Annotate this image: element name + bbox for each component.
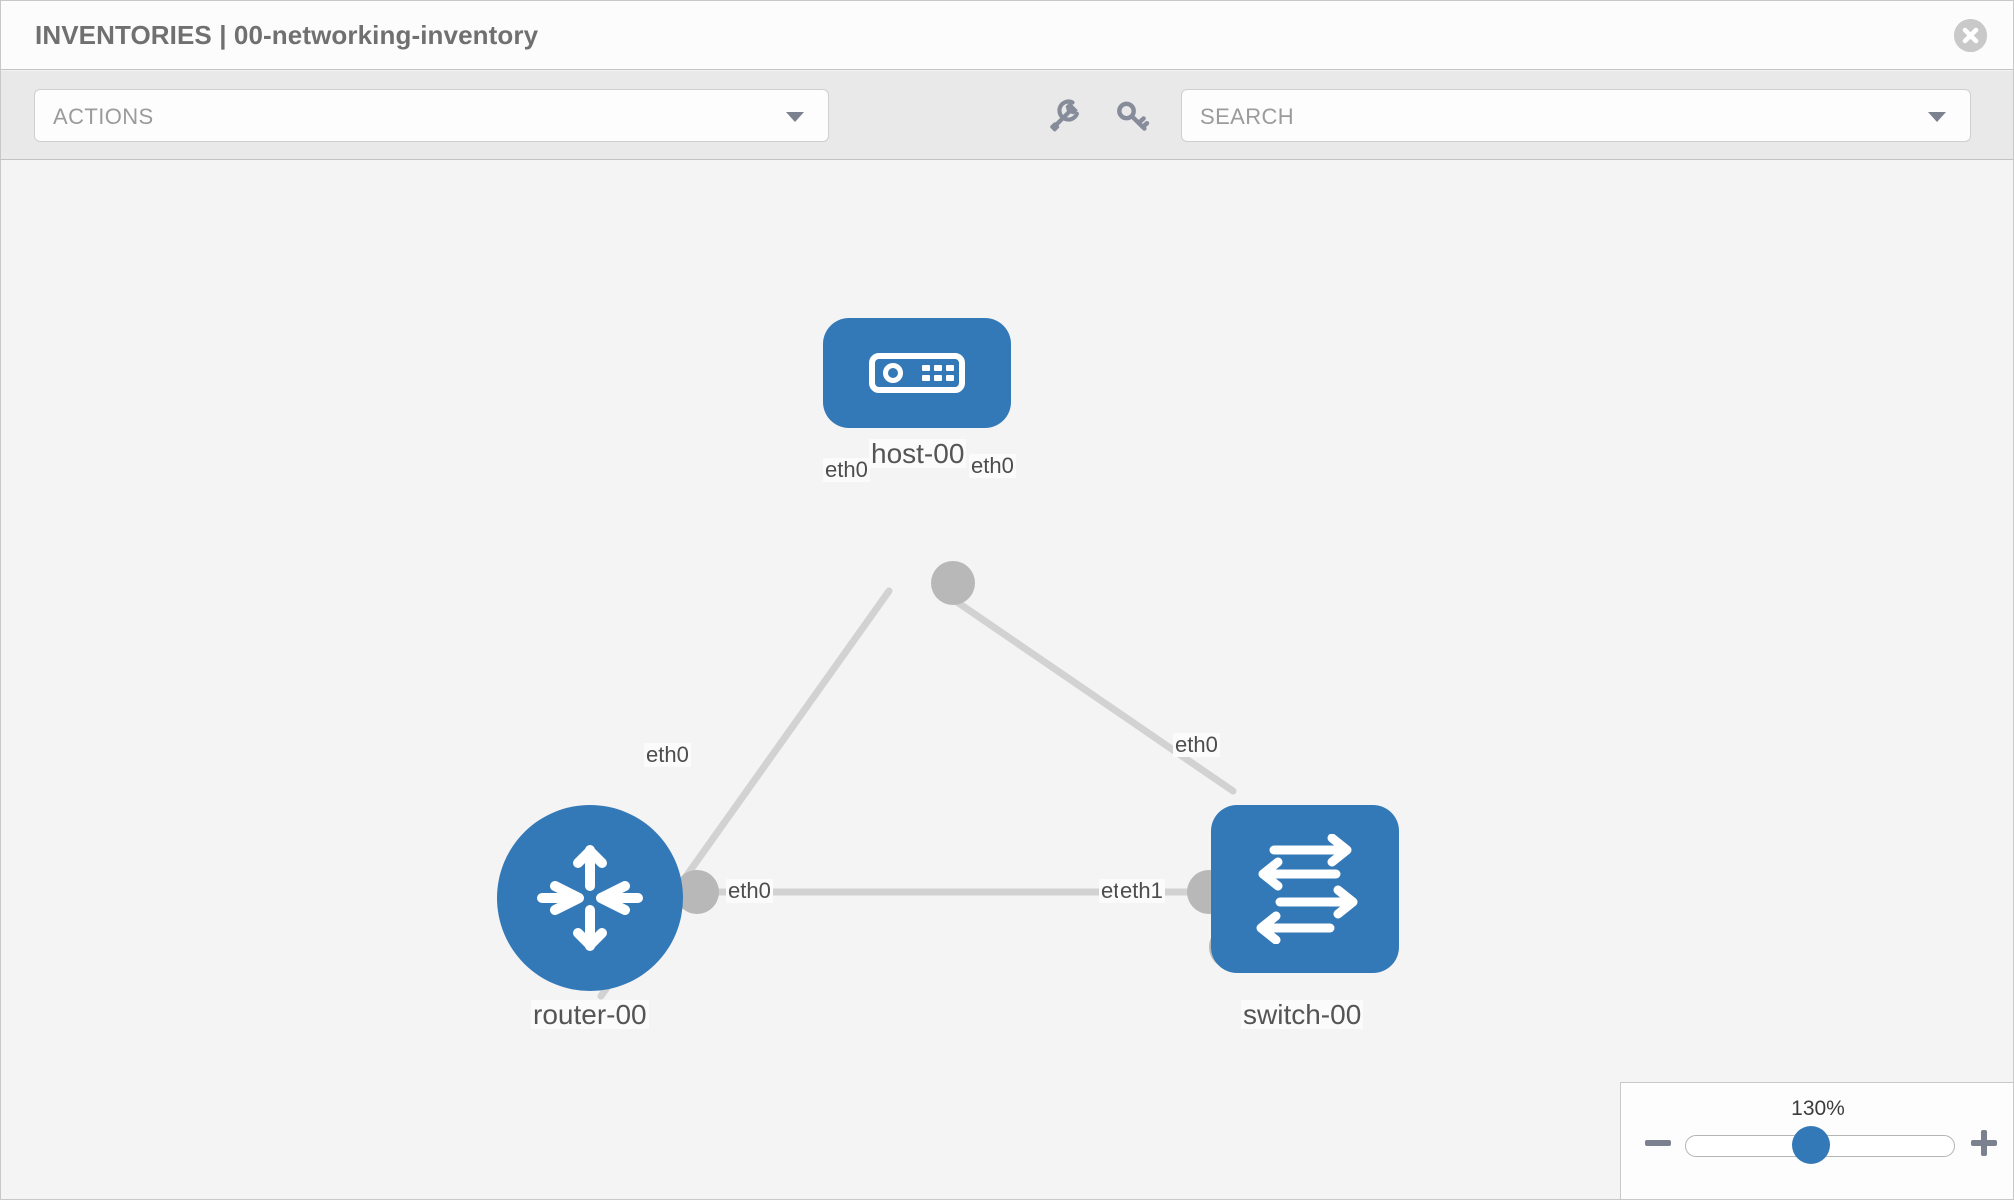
topology-node-router-00[interactable] xyxy=(497,805,683,991)
search-placeholder: SEARCH xyxy=(1200,104,1295,129)
topology-node-label-switch-00: switch-00 xyxy=(1241,999,1364,1030)
chevron-down-icon[interactable] xyxy=(1928,111,1946,122)
page-title: INVENTORIES | 00-networking-inventory xyxy=(35,20,539,50)
zoom-control-panel: 130% xyxy=(1620,1082,2013,1199)
topology-node-host-00[interactable] xyxy=(823,318,1011,428)
switch-arrows-icon xyxy=(1256,834,1358,944)
actions-dropdown[interactable]: ACTIONS xyxy=(34,89,829,142)
wrench-icon[interactable] xyxy=(1047,98,1083,134)
interface-label-host-left: eth0 xyxy=(823,457,870,483)
chevron-down-icon xyxy=(786,111,804,122)
minus-icon[interactable] xyxy=(1643,1128,1673,1158)
zoom-slider-thumb[interactable] xyxy=(1792,1126,1830,1164)
key-icon[interactable] xyxy=(1114,98,1150,134)
host-node-shape xyxy=(823,318,1011,428)
plus-icon[interactable] xyxy=(1969,1128,1999,1158)
link-host-switch xyxy=(937,587,1237,795)
topology-links xyxy=(597,587,1237,1000)
zoom-level-label: 130% xyxy=(1791,1097,1845,1120)
router-arrows-icon xyxy=(537,845,643,951)
interface-label-router-right: eth0 xyxy=(726,878,773,904)
interface-label-router-uplink: eth0 xyxy=(644,742,691,768)
server-device-icon xyxy=(869,353,965,393)
interface-label-switch-left: eth1 xyxy=(1118,878,1165,904)
topology-node-label-host-00: host-00 xyxy=(869,438,967,469)
router-node-shape xyxy=(497,805,683,991)
window-header: INVENTORIES | 00-networking-inventory xyxy=(1,1,2013,70)
topology-node-switch-00[interactable] xyxy=(1211,805,1399,973)
interface-label-host-right: eth0 xyxy=(969,453,1016,479)
toolbar: ACTIONS xyxy=(1,71,2013,160)
close-icon[interactable] xyxy=(1954,19,1987,52)
search-input[interactable]: SEARCH xyxy=(1181,89,1971,142)
switch-node-shape xyxy=(1211,805,1399,973)
topology-node-label-router-00: router-00 xyxy=(531,999,649,1030)
topology-canvas[interactable]: host-00 xyxy=(1,161,2013,1199)
interface-label-switch-uplink: eth0 xyxy=(1173,732,1220,758)
endpoint-host-eth0-right[interactable] xyxy=(931,561,975,605)
actions-dropdown-label: ACTIONS xyxy=(53,104,154,129)
